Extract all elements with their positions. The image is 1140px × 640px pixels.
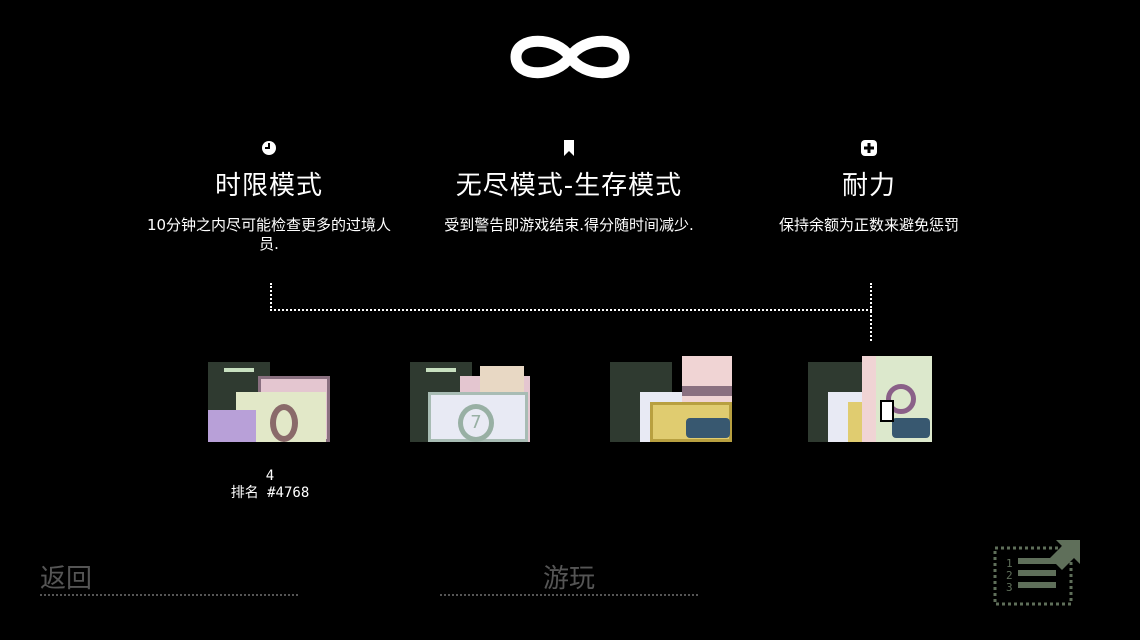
level-thumbnail-2[interactable]: 7 <box>410 356 534 442</box>
level-thumbnail-4[interactable] <box>808 356 932 442</box>
svg-text:3: 3 <box>1006 581 1013 594</box>
back-label: 返回 <box>40 564 93 594</box>
bookmark-icon <box>564 140 574 156</box>
svg-text:1: 1 <box>1006 557 1013 570</box>
mode-endurance[interactable]: 耐力 保持余额为正数来避免惩罚 <box>729 140 1009 235</box>
mode-connector-line <box>870 311 872 341</box>
mode-connector-line <box>270 283 872 311</box>
play-label: 游玩 <box>542 564 595 594</box>
mode-title: 无尽模式-生存模式 <box>455 171 683 201</box>
clock-icon <box>262 141 276 155</box>
mode-description: 10分钟之内尽可能检查更多的过境人员. <box>146 216 392 253</box>
level-rank: 排名 #4768 <box>230 485 310 501</box>
pointer-cursor-icon <box>880 400 894 422</box>
back-button[interactable]: 返回 <box>40 558 298 596</box>
svg-text:2: 2 <box>1006 569 1013 582</box>
plus-icon <box>861 140 877 156</box>
level-thumbnail-3[interactable] <box>610 356 734 442</box>
play-button[interactable]: 游玩 <box>440 558 698 596</box>
leaderboard-icon[interactable]: 1 2 3 <box>992 538 1084 608</box>
level-1-result: 4 排名 #4768 <box>208 468 332 502</box>
mode-endless-survival[interactable]: 无尽模式-生存模式 受到警告即游戏结束.得分随时间减少. <box>429 140 709 235</box>
level-thumbnail-1[interactable] <box>208 356 332 442</box>
level-score: 4 <box>265 468 275 484</box>
mode-description: 受到警告即游戏结束.得分随时间减少. <box>444 216 694 234</box>
mode-title: 时限模式 <box>214 171 323 201</box>
mode-description: 保持余额为正数来避免惩罚 <box>778 216 959 234</box>
mode-time-limit[interactable]: 时限模式 10分钟之内尽可能检查更多的过境人员. <box>129 140 409 254</box>
infinity-icon <box>510 35 630 79</box>
mode-title: 耐力 <box>841 171 896 201</box>
